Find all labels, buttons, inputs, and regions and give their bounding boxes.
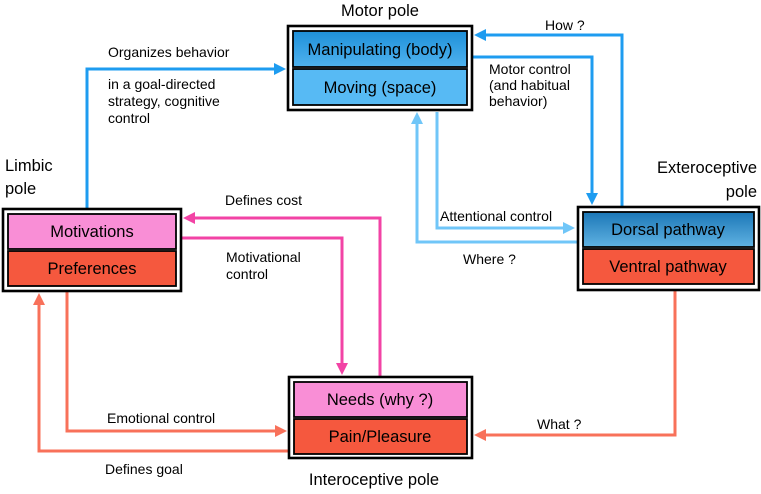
exteroceptive-pole-title-line2: pole: [726, 183, 757, 201]
defines-goal-label: Defines goal: [105, 461, 183, 477]
motor-control-label-line3: behavior): [489, 93, 547, 109]
arrow-emotional-control-line: [65, 291, 276, 433]
arrow-organizes-behavior-head: [274, 63, 286, 75]
motivational-control-label-line1: Motivational: [226, 249, 301, 265]
how-label: How ?: [545, 17, 585, 33]
motor-control-label-line1: Motor control: [489, 61, 571, 77]
manipulating-body-cell: [292, 30, 468, 68]
arrow-what: [474, 290, 677, 441]
attentional-control-label: Attentional control: [440, 208, 552, 224]
arrow-motivational-control-head: [336, 363, 348, 375]
organizes-behavior-label-line4: control: [108, 110, 150, 126]
motor-pole-title: Motor pole: [341, 2, 419, 20]
arrow-motivational-control-line: [181, 236, 344, 364]
limbic-pole-title-line2: pole: [5, 180, 36, 198]
motivations-label: Motivations: [50, 223, 133, 241]
ventral-pathway-label: Ventral pathway: [609, 258, 727, 276]
organizes-behavior-label-line2: in a goal-directed: [108, 76, 215, 92]
arrow-defines-goal: [33, 293, 289, 453]
motor-pole-box: Manipulating (body) Moving (space): [286, 24, 474, 112]
motivations-cell: [7, 213, 177, 250]
interoceptive-pole-title: Interoceptive pole: [309, 471, 439, 489]
arrow-attentional-control: [435, 112, 575, 234]
arrow-attentional-control-line: [435, 112, 564, 230]
arrow-motor-control-head: [586, 193, 598, 205]
arrow-where-line: [415, 123, 578, 244]
exteroceptive-pole-title: Exteroceptive pole: [657, 159, 757, 201]
arrow-motor-control-line: [472, 55, 594, 194]
organizes-behavior-label: Organizes behavior in a goal-directed st…: [108, 44, 230, 126]
arrow-where: [411, 112, 578, 244]
arrow-defines-cost: [183, 212, 382, 377]
preferences-cell: [7, 250, 177, 287]
motivational-control-label: Motivational control: [226, 249, 301, 282]
pain-pleasure-label: Pain/Pleasure: [329, 428, 432, 446]
arrow-emotional-control: [65, 291, 287, 437]
motor-control-label: Motor control (and habitual behavior): [489, 61, 571, 109]
moving-space-cell: [292, 68, 468, 106]
ventral-pathway-cell: [582, 248, 755, 285]
arrow-where-head: [411, 112, 423, 124]
pain-pleasure-cell: [293, 418, 468, 455]
emotional-control-label: Emotional control: [107, 410, 215, 426]
arrow-what-head: [474, 429, 486, 441]
arrow-how: [474, 29, 624, 207]
motivational-control-label-line2: control: [226, 266, 268, 282]
needs-cell: [293, 381, 468, 418]
arrow-motivational-control: [181, 236, 348, 375]
what-label: What ?: [537, 416, 582, 432]
interoceptive-pole-box: Needs (why ?) Pain/Pleasure: [287, 375, 474, 460]
needs-label: Needs (why ?): [327, 391, 433, 409]
arrow-organizes-behavior: [85, 63, 286, 210]
arrow-how-line: [485, 33, 624, 207]
limbic-pole-box: Motivations Preferences: [1, 207, 183, 293]
preferences-label: Preferences: [48, 260, 137, 278]
limbic-pole-title-line1: Limbic: [5, 157, 53, 175]
moving-space-label: Moving (space): [324, 79, 437, 97]
arrow-motor-control: [472, 55, 598, 205]
arrow-defines-goal-head: [33, 293, 45, 305]
manipulating-body-label: Manipulating (body): [308, 41, 453, 59]
dorsal-pathway-cell: [582, 211, 755, 248]
arrow-emotional-control-head: [275, 425, 287, 437]
defines-cost-label: Defines cost: [225, 192, 302, 208]
limbic-pole-title: Limbic pole: [5, 157, 53, 198]
arrow-defines-cost-head: [183, 212, 195, 224]
arrow-what-line: [485, 290, 677, 437]
motor-control-label-line2: (and habitual: [489, 77, 570, 93]
where-label: Where ?: [463, 251, 516, 267]
arrow-defines-cost-line: [194, 216, 382, 377]
arrow-how-head: [474, 29, 486, 41]
arrow-defines-goal-line: [37, 304, 289, 453]
arrow-attentional-control-head: [563, 222, 575, 234]
organizes-behavior-label-line3: strategy, cognitive: [108, 93, 220, 109]
arrow-organizes-behavior-line: [85, 67, 275, 210]
organizes-behavior-label-line1: Organizes behavior: [108, 44, 230, 60]
exteroceptive-pole-title-line1: Exteroceptive: [657, 159, 757, 177]
dorsal-pathway-label: Dorsal pathway: [611, 221, 725, 239]
exteroceptive-pole-box: Dorsal pathway Ventral pathway: [576, 205, 761, 292]
